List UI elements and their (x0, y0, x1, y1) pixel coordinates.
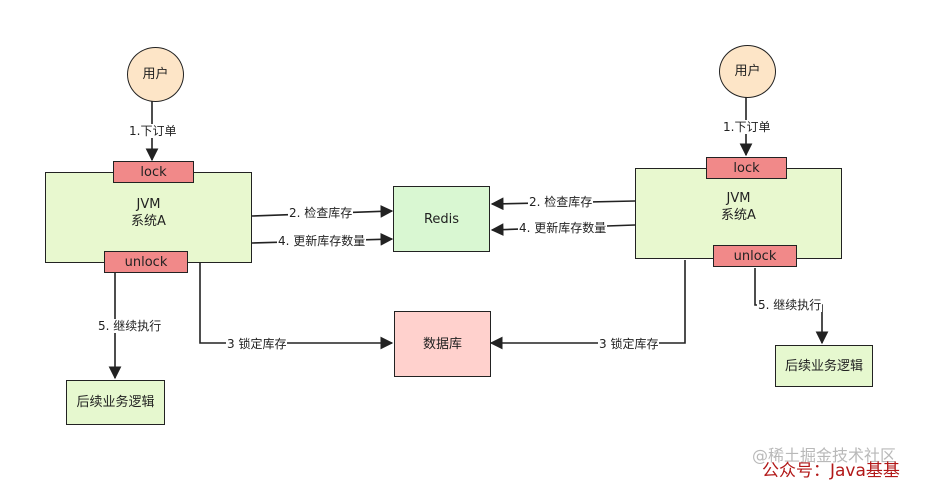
right-biz-label: 后续业务逻辑 (784, 358, 863, 374)
right-order-label: 1.下订单 (722, 120, 772, 134)
right-biz-node: 后续业务逻辑 (775, 345, 873, 387)
right-unlock-box: unlock (713, 245, 797, 267)
left-jvm-line1: JVM (136, 196, 161, 212)
redis-label: Redis (423, 211, 460, 227)
watermark-juejin: @稀土掘金技术社区 (752, 446, 897, 465)
right-lock-stock-arrow (489, 260, 686, 350)
right-user-label: 用户 (734, 64, 761, 79)
left-biz-label: 后续业务逻辑 (76, 395, 155, 410)
left-unlock-label: unlock (124, 254, 168, 270)
left-lock-box: lock (113, 161, 194, 183)
watermark-account: 公众号：Java基基 (762, 461, 900, 481)
left-biz-node: 后续业务逻辑 (66, 380, 165, 425)
left-lock-label: lock (140, 164, 167, 180)
database-label: 数据库 (422, 336, 462, 352)
left-order-label: 1.下订单 (128, 124, 178, 138)
right-user-node: 用户 (719, 45, 776, 98)
right-unlock-label: unlock (733, 248, 777, 264)
left-lock-stock-arrow (199, 262, 394, 350)
left-jvm-node: JVM 系统A (45, 172, 252, 263)
left-update-label: 4. 更新库存数量 (277, 234, 367, 248)
right-continue-label: 5. 继续执行 (757, 298, 823, 312)
left-continue-label: 5. 继续执行 (97, 319, 163, 333)
left-check-label: 2. 检查库存 (288, 206, 354, 220)
right-check-label: 2. 检查库存 (528, 195, 594, 209)
database-node: 数据库 (394, 311, 491, 377)
right-jvm-line1: JVM (726, 190, 751, 206)
right-jvm-line2: 系统A (721, 207, 756, 223)
right-lock-box: lock (706, 157, 787, 179)
left-lock-stock-label: 3 锁定库存 (226, 337, 288, 351)
right-lock-stock-label: 3 锁定库存 (598, 337, 660, 351)
left-user-node: 用户 (127, 47, 184, 102)
right-lock-label: lock (733, 160, 760, 176)
right-update-label: 4. 更新库存数量 (518, 221, 608, 235)
left-user-label: 用户 (142, 67, 169, 82)
left-unlock-box: unlock (104, 251, 188, 273)
redis-node: Redis (393, 186, 490, 252)
left-jvm-line2: 系统A (131, 213, 166, 229)
